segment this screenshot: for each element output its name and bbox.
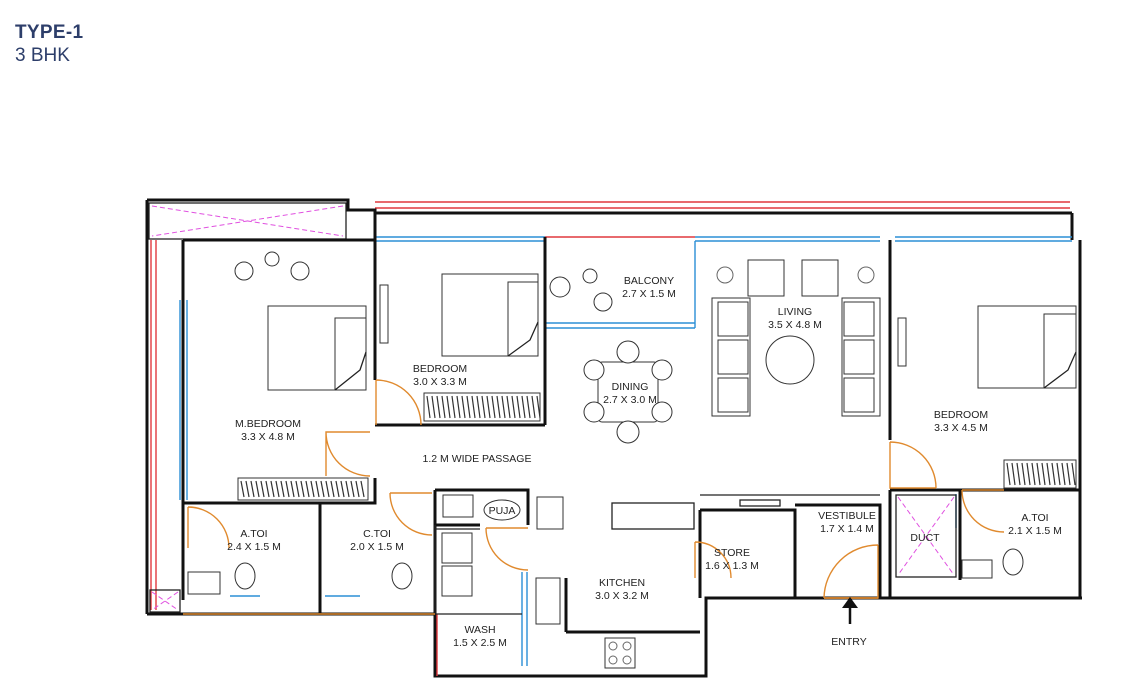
puja-label: PUJA [489,505,516,517]
atoi1-size: 2.4 X 1.5 M [227,541,281,553]
dining-size: 2.7 X 3.0 M [603,394,657,406]
living-furniture [711,259,881,417]
duct-shaft [895,494,957,578]
vestibule-name: VESTIBULE [818,510,876,522]
unit-type-title: TYPE-1 [15,22,84,43]
balcony-name: BALCONY [624,275,674,287]
store-name: STORE [714,547,750,559]
wash-size: 1.5 X 2.5 M [453,637,507,649]
master-bed [234,251,369,501]
m-bedroom-name: M.BEDROOM [235,418,301,430]
wash-name: WASH [464,624,495,636]
room-labels: M.BEDROOM 3.3 X 4.8 M BEDROOM 3.0 X 3.3 … [227,275,1062,649]
passage-label: 1.2 M WIDE PASSAGE [423,453,532,465]
store-size: 1.6 X 1.3 M [705,560,759,572]
balcony-furniture [549,268,613,312]
bedroom2-name: BEDROOM [934,409,988,421]
living-name: LIVING [778,306,812,318]
atoi2-name: A.TOI [1021,512,1048,524]
balcony-size: 2.7 X 1.5 M [622,288,676,300]
unit-config-subtitle: 3 BHK [15,45,70,66]
toilet-fixtures [187,548,1024,595]
bedroom1-bed [379,273,541,422]
bedroom1-size: 3.0 X 3.3 M [413,376,467,388]
plan-header: TYPE-1 3 BHK [15,22,83,68]
ctoi-name: C.TOI [363,528,391,540]
bedroom2-size: 3.3 X 4.5 M [934,422,988,434]
kitchen-name: KITCHEN [599,577,645,589]
atoi1-name: A.TOI [240,528,267,540]
living-size: 3.5 X 4.8 M [768,319,822,331]
entry-arrow-icon [842,597,858,624]
interior-walls [183,213,1080,634]
windows [179,236,1072,676]
kitchen-size: 3.0 X 3.2 M [595,590,649,602]
wardrobe-hatch-3 [1006,462,1076,486]
wardrobe-hatch-2 [426,395,541,419]
wardrobe-hatch-1 [240,480,365,498]
kitchen-fixtures [441,494,636,669]
atoi2-size: 2.1 X 1.5 M [1008,525,1062,537]
doors [183,379,1005,615]
entry-label: ENTRY [831,636,866,648]
duct-label: DUCT [910,532,940,544]
dining-name: DINING [612,381,649,393]
m-bedroom-size: 3.3 X 4.8 M [241,431,295,443]
top-ledge [375,201,1070,238]
ctoi-size: 2.0 X 1.5 M [350,541,404,553]
bedroom1-name: BEDROOM [413,363,467,375]
dining-table [583,340,673,444]
bedroom2-bed [897,305,1077,489]
vestibule-size: 1.7 X 1.4 M [820,523,874,535]
